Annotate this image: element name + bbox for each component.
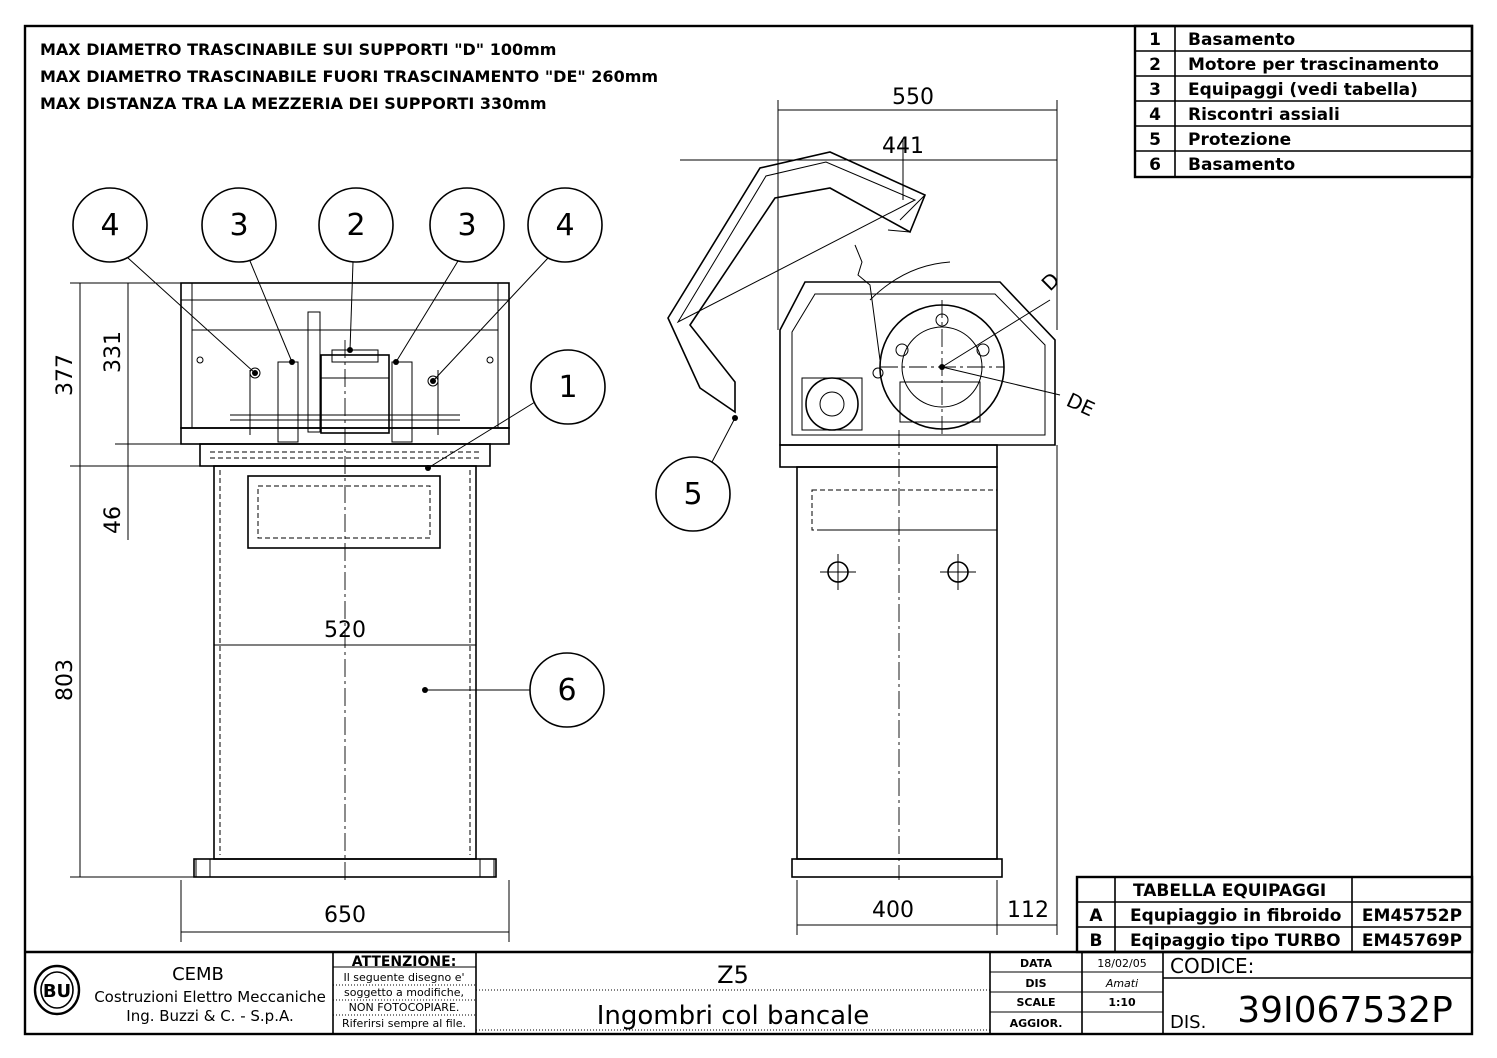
- dim-550: 550: [892, 85, 934, 110]
- equipment-desc: Equpiaggio in fibroido: [1130, 906, 1341, 926]
- balloon-4-left: 4: [100, 208, 119, 243]
- part-name: Equipaggi (vedi tabella): [1188, 80, 1418, 100]
- label-D: D: [1037, 268, 1065, 296]
- equipment-key: A: [1089, 906, 1103, 926]
- title-block: BU CEMB Costruzioni Elettro Meccaniche I…: [25, 950, 1472, 1034]
- attention-line: Il seguente disegno e': [343, 971, 464, 984]
- dim-377: 377: [53, 354, 78, 396]
- balloon-1: 1: [558, 370, 577, 405]
- attention-line: soggetto a modifiche,: [344, 986, 464, 999]
- balloon-2: 2: [346, 208, 365, 243]
- dim-441: 441: [882, 134, 924, 159]
- note-line-2: MAX DIAMETRO TRASCINABILE FUORI TRASCINA…: [40, 67, 658, 86]
- dim-520: 520: [324, 618, 366, 643]
- dim-112: 112: [1007, 898, 1049, 923]
- note-line-1: MAX DIAMETRO TRASCINABILE SUI SUPPORTI "…: [40, 40, 556, 59]
- balloon-3-right: 3: [457, 208, 476, 243]
- notes: MAX DIAMETRO TRASCINABILE SUI SUPPORTI "…: [40, 40, 658, 113]
- data-value: 18/02/05: [1097, 957, 1146, 970]
- company-line2: Ing. Buzzi & C. - S.p.A.: [126, 1007, 293, 1025]
- dim-650: 650: [324, 903, 366, 928]
- balloon-6: 6: [557, 673, 576, 708]
- front-view: 377 331 46 803 520 650 4 3 2 3 4 1 6: [53, 187, 606, 942]
- dis-value: Amati: [1105, 977, 1138, 990]
- equipment-table: TABELLA EQUIPAGGI A Equpiaggio in fibroi…: [1075, 875, 1474, 954]
- attention-line: NON FOTOCOPIARE.: [349, 1001, 460, 1014]
- part-num: 1: [1149, 30, 1161, 50]
- label-DE: DE: [1063, 388, 1099, 422]
- dim-400: 400: [872, 898, 914, 923]
- part-num: 6: [1149, 155, 1161, 175]
- equipment-table-title: TABELLA EQUIPAGGI: [1133, 881, 1326, 901]
- company-short: CEMB: [172, 964, 224, 985]
- part-name: Basamento: [1188, 155, 1295, 175]
- balloons-front: 4 3 2 3 4 1 6: [72, 187, 606, 728]
- part-num: 3: [1149, 80, 1161, 100]
- balloon-3-left: 3: [229, 208, 248, 243]
- dim-46: 46: [101, 506, 126, 534]
- equipment-desc: Eqipaggio tipo TURBO: [1130, 931, 1341, 951]
- equipment-code: EM45752P: [1362, 906, 1462, 926]
- part-num: 4: [1149, 105, 1161, 125]
- dis-label: DIS: [1025, 977, 1046, 990]
- side-view: D DE 550 441 400 112 5: [655, 85, 1099, 935]
- balloon-5: 5: [683, 477, 702, 512]
- drawing-description: Ingombri col bancale: [597, 1001, 870, 1031]
- codice-label: CODICE:: [1170, 954, 1254, 978]
- part-num: 5: [1149, 130, 1161, 150]
- aggior-label: AGGIOR.: [1010, 1017, 1063, 1030]
- scale-label: SCALE: [1016, 996, 1055, 1009]
- dim-803: 803: [53, 659, 78, 701]
- parts-list: 1 Basamento 2 Motore per trascinamento 3…: [1133, 24, 1474, 179]
- part-num: 2: [1149, 55, 1161, 75]
- drawing-frame: [23, 24, 1474, 1036]
- cemb-logo: BU: [33, 964, 81, 1016]
- svg-text:BU: BU: [43, 981, 71, 1002]
- model-name: Z5: [717, 961, 749, 989]
- balloon-4-right: 4: [555, 208, 574, 243]
- drawing-number: 39I067532P: [1237, 990, 1453, 1031]
- equipment-code: EM45769P: [1362, 931, 1462, 951]
- attention-title: ATTENZIONE:: [352, 954, 457, 970]
- equipment-key: B: [1090, 931, 1103, 951]
- attention-line: Riferirsi sempre al file.: [342, 1017, 466, 1030]
- part-name: Protezione: [1188, 130, 1291, 150]
- part-name: Riscontri assiali: [1188, 105, 1340, 125]
- dis-no-label: DIS.: [1170, 1012, 1206, 1033]
- data-label: DATA: [1020, 957, 1052, 970]
- scale-value: 1:10: [1108, 996, 1136, 1009]
- part-name: Basamento: [1188, 30, 1295, 50]
- company-line1: Costruzioni Elettro Meccaniche: [94, 988, 326, 1006]
- dim-331: 331: [101, 331, 126, 373]
- note-line-3: MAX DISTANZA TRA LA MEZZERIA DEI SUPPORT…: [40, 94, 547, 113]
- part-name: Motore per trascinamento: [1188, 55, 1439, 75]
